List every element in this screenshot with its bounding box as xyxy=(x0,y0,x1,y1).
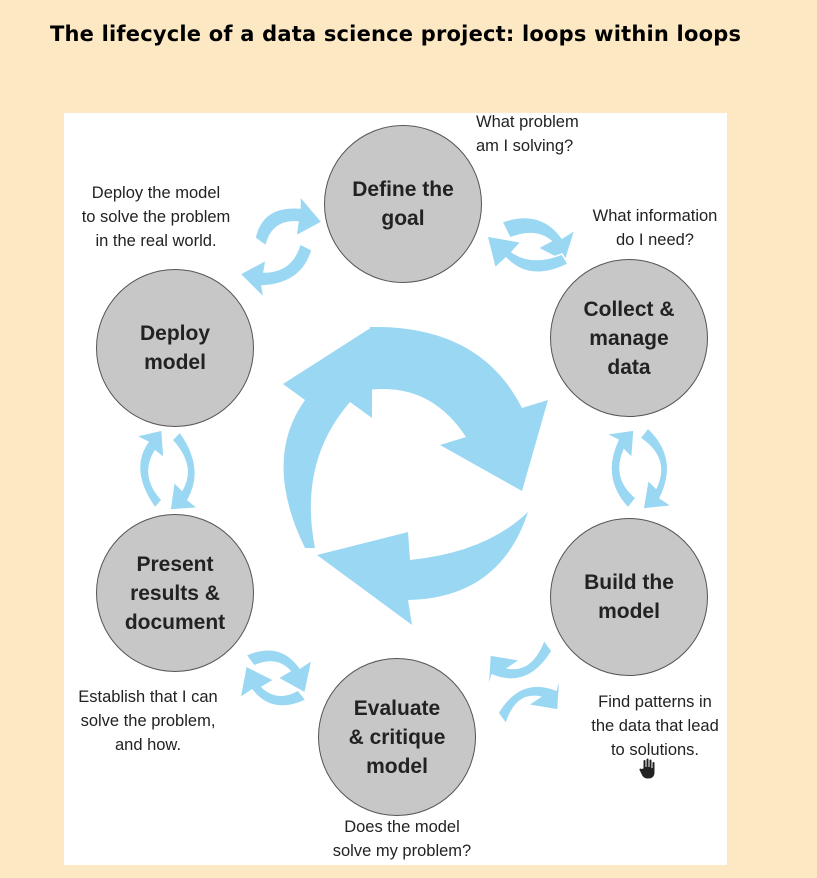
note-collect: What information do I need? xyxy=(592,207,718,249)
central-arrow-bottom xyxy=(317,510,530,625)
hand-cursor-icon xyxy=(638,757,656,780)
stage-deploy-model: Deploy model xyxy=(96,269,254,427)
stage-build-model: Build the model xyxy=(550,518,708,676)
note-define: What problem am I solving? xyxy=(476,113,579,155)
stage-define-goal: Define the goal xyxy=(324,125,482,283)
loop-arrow-present-deploy-b xyxy=(133,429,165,510)
central-arrow-top xyxy=(368,326,548,491)
diagram-title: The lifecycle of a data science project:… xyxy=(50,22,742,46)
loop-arrow-build-evaluate-b xyxy=(497,674,561,726)
loop-arrow-collect-build-b xyxy=(603,429,638,510)
note-build: Find patterns in the data that lead to s… xyxy=(591,693,719,759)
loop-arrow-define-collect-b xyxy=(485,235,570,273)
loop-arrow-evaluate-present-a xyxy=(244,649,314,695)
stage-collect-data: Collect & manage data xyxy=(550,259,708,417)
note-deploy: Deploy the model to solve the problem in… xyxy=(81,184,231,250)
note-evaluate: Does the model solve my problem? xyxy=(332,818,472,860)
stage-present-results: Present results & document xyxy=(96,514,254,672)
loop-arrow-collect-build-a xyxy=(638,426,675,510)
note-present: Establish that I can solve the problem, … xyxy=(78,688,218,754)
stage-evaluate-model: Evaluate & critique model xyxy=(318,658,476,816)
loop-arrow-deploy-define-b xyxy=(238,242,313,301)
central-arrow-left xyxy=(283,327,372,548)
loop-arrow-present-deploy-a xyxy=(169,430,200,511)
loop-arrow-deploy-define-a xyxy=(254,193,324,248)
loop-arrow-build-evaluate-a xyxy=(487,638,553,691)
loop-arrow-evaluate-present-b xyxy=(238,664,308,707)
